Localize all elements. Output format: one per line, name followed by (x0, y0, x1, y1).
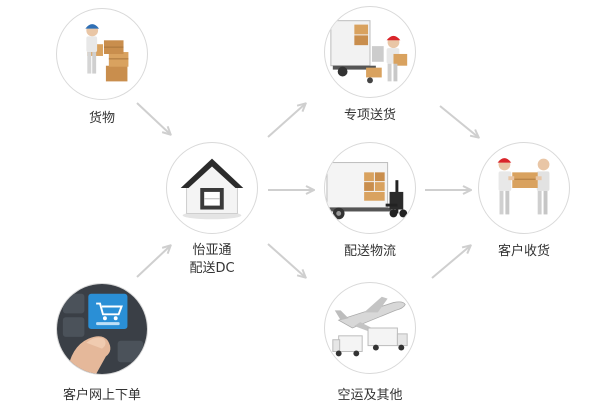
warehouse-house-icon (180, 158, 244, 220)
handover-package-icon (497, 158, 550, 215)
node-goods (56, 8, 148, 100)
arrow-order-to-dc (136, 246, 170, 278)
truck-forklift-icon (326, 162, 408, 220)
arrow-air-to-receive (431, 246, 470, 279)
node-delivery-logistics (324, 142, 416, 234)
truck-unloading-worker-icon (330, 20, 408, 84)
label-customer-order: 客户网上下单 (62, 388, 141, 403)
label-customer-receive: 客户收货 (497, 244, 550, 259)
buy-now-keyboard-icon (57, 284, 147, 374)
node-customer-order (56, 283, 148, 375)
arrow-special-to-receive (439, 105, 478, 137)
label-dc-line1: 怡亚通 (192, 243, 232, 258)
arrow-goods-to-dc (136, 102, 170, 134)
label-dc-line2: 配送DC (189, 261, 235, 276)
node-customer-receive (478, 142, 570, 234)
node-air-other (324, 282, 416, 374)
arrow-dc-to-air (267, 243, 305, 277)
node-special-delivery (324, 6, 416, 98)
label-delivery-logistics: 配送物流 (343, 244, 396, 259)
worker-with-boxes-icon (85, 24, 129, 82)
label-special-delivery: 专项送货 (343, 108, 396, 123)
airplane-trucks-icon (332, 296, 408, 357)
arrow-dc-to-special (267, 104, 305, 138)
label-goods: 货物 (88, 111, 115, 126)
label-air-other: 空运及其他 (337, 388, 403, 403)
node-dc (166, 142, 258, 234)
